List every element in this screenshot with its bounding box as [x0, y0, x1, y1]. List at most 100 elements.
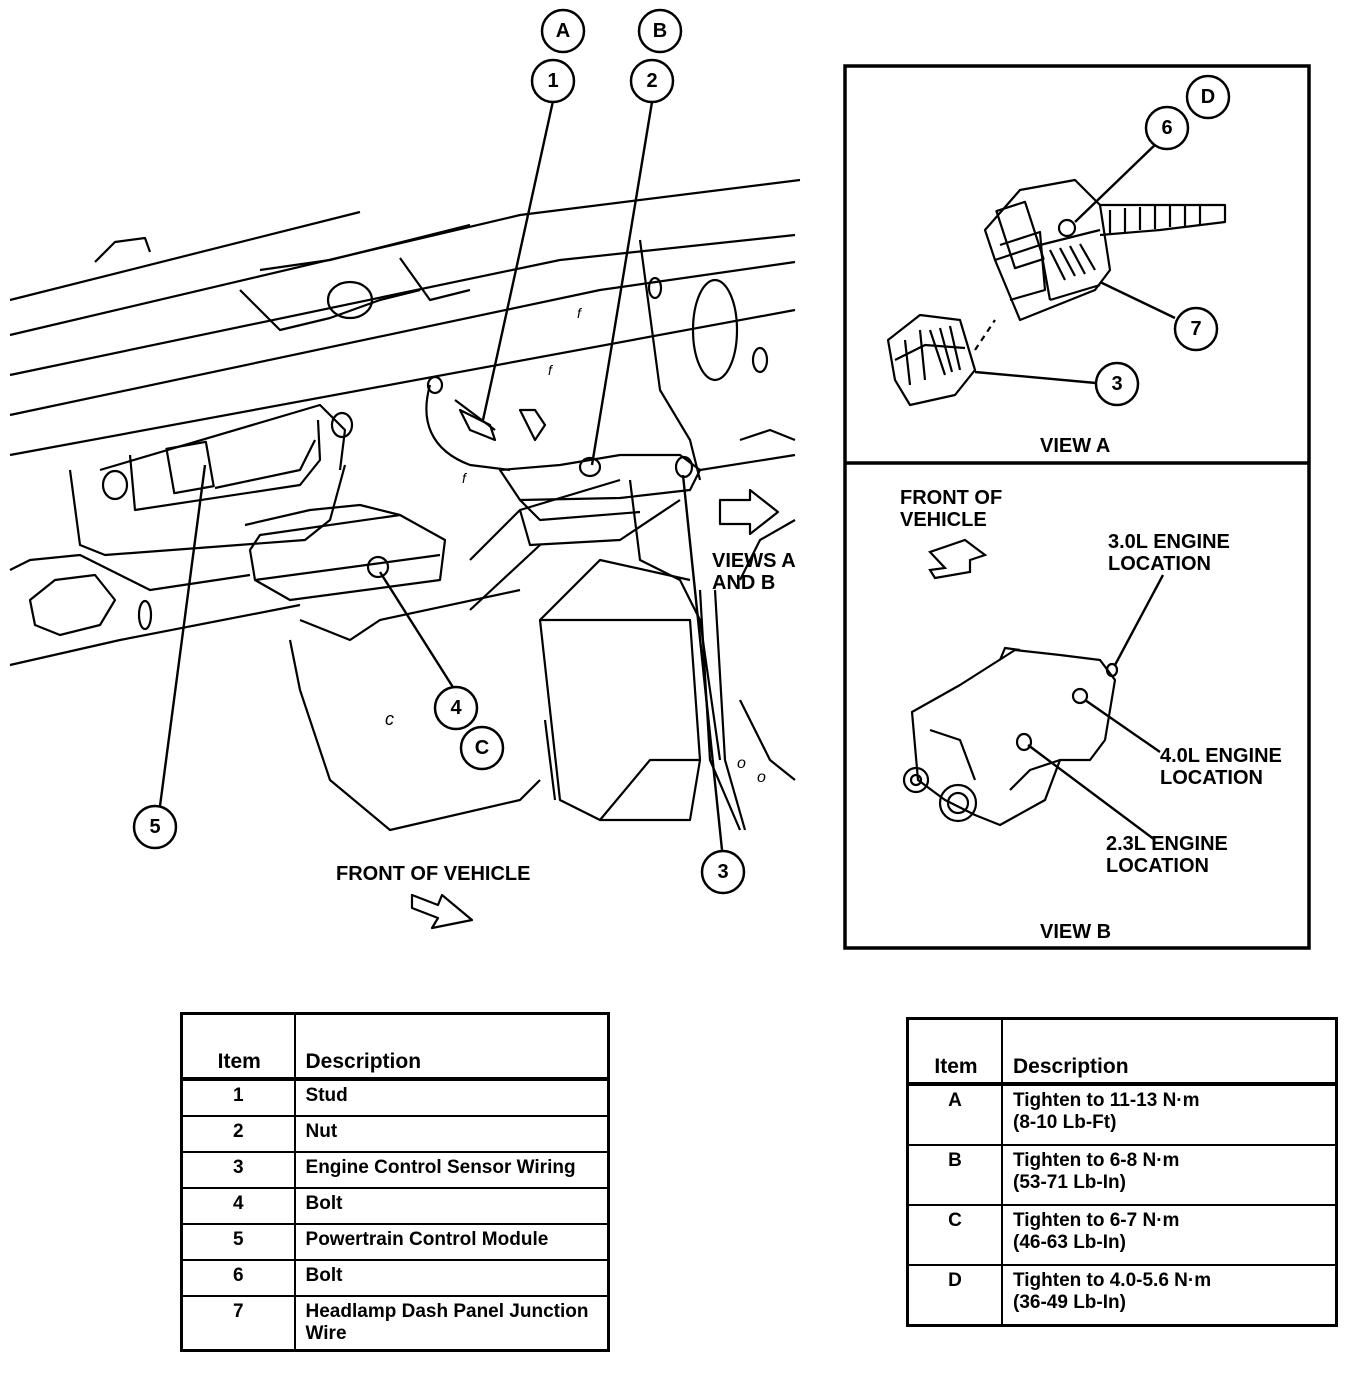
diagram-canvas: c f f f o o A 1 B 2 4 C 5 — [9, 8, 1311, 950]
view-b-front-line1: FRONT OF — [900, 487, 1002, 509]
main-leader-lines — [158, 100, 724, 851]
torque-item: A — [906, 1083, 1003, 1146]
loc30-line1: 3.0L ENGINE — [1108, 531, 1230, 553]
item-description: Bolt — [293, 1187, 610, 1225]
callout-A: A — [540, 8, 586, 54]
callout-C: C — [459, 725, 505, 771]
torque-spec: Tighten to 4.0-5.6 N·m (36-49 Lb-In) — [1001, 1264, 1338, 1327]
table-row: D Tighten to 4.0-5.6 N·m (36-49 Lb-In) — [906, 1264, 1338, 1327]
svg-text:1: 1 — [547, 70, 558, 92]
svg-text:f: f — [548, 362, 554, 378]
table-row: B Tighten to 6-8 N·m (53-71 Lb-In) — [906, 1144, 1338, 1206]
table-row: 6 Bolt — [180, 1259, 610, 1297]
loc23-line2: LOCATION — [1106, 855, 1209, 877]
item-description: Powertrain Control Module — [293, 1223, 610, 1261]
svg-text:o: o — [737, 755, 746, 772]
svg-text:D: D — [1201, 86, 1215, 108]
torque-spec-metric: Tighten to 6-8 N·m — [1013, 1150, 1180, 1171]
torque-item: C — [906, 1204, 1003, 1266]
item-number: 4 — [180, 1187, 296, 1225]
item-number: 7 — [180, 1295, 296, 1352]
svg-text:5: 5 — [149, 816, 160, 838]
torque-item: B — [906, 1144, 1003, 1206]
table-row: C Tighten to 6-7 N·m (46-63 Lb-In) — [906, 1204, 1338, 1266]
callout-7: 7 — [1173, 306, 1219, 352]
torque-legend-table: Item Description A Tighten to 11-13 N·m … — [906, 1017, 1338, 1327]
main-view-drawing: c f f f o o — [9, 178, 801, 930]
view-b-drawing — [902, 646, 1119, 827]
svg-text:3: 3 — [1111, 373, 1122, 395]
table-row: 7 Headlamp Dash Panel Junction Wire — [180, 1295, 610, 1352]
svg-text:C: C — [475, 737, 489, 759]
item-description: Headlamp Dash Panel Junction Wire — [293, 1295, 610, 1352]
views-label-line2: AND B — [712, 572, 775, 594]
callout-3-main: 3 — [700, 849, 746, 895]
callout-1: 1 — [530, 58, 576, 104]
torque-legend-header-item: Item — [906, 1017, 1003, 1086]
torque-spec: Tighten to 6-7 N·m (46-63 Lb-In) — [1001, 1204, 1338, 1266]
svg-text:B: B — [653, 20, 667, 42]
table-row: 5 Powertrain Control Module — [180, 1223, 610, 1261]
callout-2: 2 — [629, 58, 675, 104]
torque-spec-metric: Tighten to 6-7 N·m — [1013, 1210, 1180, 1231]
item-description: Nut — [293, 1115, 610, 1153]
callout-6: 6 — [1144, 105, 1190, 151]
torque-spec-imperial: (36-49 Lb-In) — [1013, 1292, 1126, 1313]
item-description: Stud — [293, 1078, 610, 1117]
torque-spec-imperial: (46-63 Lb-In) — [1013, 1232, 1126, 1253]
view-a-title: VIEW A — [1040, 435, 1110, 457]
view-a-drawing — [886, 178, 1227, 407]
table-row: A Tighten to 11-13 N·m (8-10 Lb-Ft) — [906, 1083, 1338, 1146]
inset-panel — [843, 64, 1311, 950]
table-row: 2 Nut — [180, 1115, 610, 1153]
svg-text:7: 7 — [1190, 318, 1201, 340]
callout-3-view-a: 3 — [1094, 361, 1140, 407]
item-legend-header-desc: Description — [293, 1012, 610, 1081]
svg-text:6: 6 — [1161, 117, 1172, 139]
loc40-line2: LOCATION — [1160, 767, 1263, 789]
loc40-line1: 4.0L ENGINE — [1160, 745, 1282, 767]
svg-text:f: f — [577, 305, 583, 321]
table-row: 4 Bolt — [180, 1187, 610, 1225]
loc23-line1: 2.3L ENGINE — [1106, 833, 1228, 855]
item-legend-header-item: Item — [180, 1012, 296, 1081]
front-of-vehicle-label: FRONT OF VEHICLE — [336, 863, 530, 885]
callout-5: 5 — [132, 804, 178, 850]
view-b-leaders — [1027, 574, 1165, 841]
torque-spec-imperial: (53-71 Lb-In) — [1013, 1172, 1126, 1193]
torque-spec-imperial: (8-10 Lb-Ft) — [1013, 1112, 1117, 1133]
item-number: 6 — [180, 1259, 296, 1297]
callout-D: D — [1185, 74, 1231, 120]
callout-4: 4 — [433, 685, 479, 731]
item-number: 5 — [180, 1223, 296, 1261]
view-b-title: VIEW B — [1040, 921, 1111, 943]
views-label-line1: VIEWS A — [712, 550, 796, 572]
svg-text:3: 3 — [717, 861, 728, 883]
torque-item: D — [906, 1264, 1003, 1327]
view-a-leaders — [974, 139, 1176, 385]
torque-spec: Tighten to 6-8 N·m (53-71 Lb-In) — [1001, 1144, 1338, 1206]
item-description: Bolt — [293, 1259, 610, 1297]
torque-spec-metric: Tighten to 4.0-5.6 N·m — [1013, 1270, 1212, 1291]
svg-text:A: A — [556, 20, 570, 42]
item-legend-header: Item Description — [180, 1012, 610, 1081]
item-legend-table: Item Description 1 Stud 2 Nut 3 Engine C… — [180, 1012, 610, 1352]
torque-legend-header-desc: Description — [1001, 1017, 1338, 1086]
svg-text:f: f — [462, 470, 468, 486]
svg-text:o: o — [757, 769, 766, 786]
item-number: 3 — [180, 1151, 296, 1189]
torque-spec-metric: Tighten to 11-13 N·m — [1013, 1090, 1200, 1111]
item-description: Engine Control Sensor Wiring — [293, 1151, 610, 1189]
callout-B: B — [637, 8, 683, 54]
svg-text:4: 4 — [450, 697, 462, 719]
table-row: 3 Engine Control Sensor Wiring — [180, 1151, 610, 1189]
item-number: 1 — [180, 1078, 296, 1117]
svg-text:c: c — [385, 709, 394, 729]
item-number: 2 — [180, 1115, 296, 1153]
table-row: 1 Stud — [180, 1078, 610, 1117]
torque-spec: Tighten to 11-13 N·m (8-10 Lb-Ft) — [1001, 1083, 1338, 1146]
view-b-front-line2: VEHICLE — [900, 509, 987, 531]
loc30-line2: LOCATION — [1108, 553, 1211, 575]
view-b-front-arrow-icon — [928, 538, 988, 580]
torque-legend-header: Item Description — [906, 1017, 1338, 1086]
